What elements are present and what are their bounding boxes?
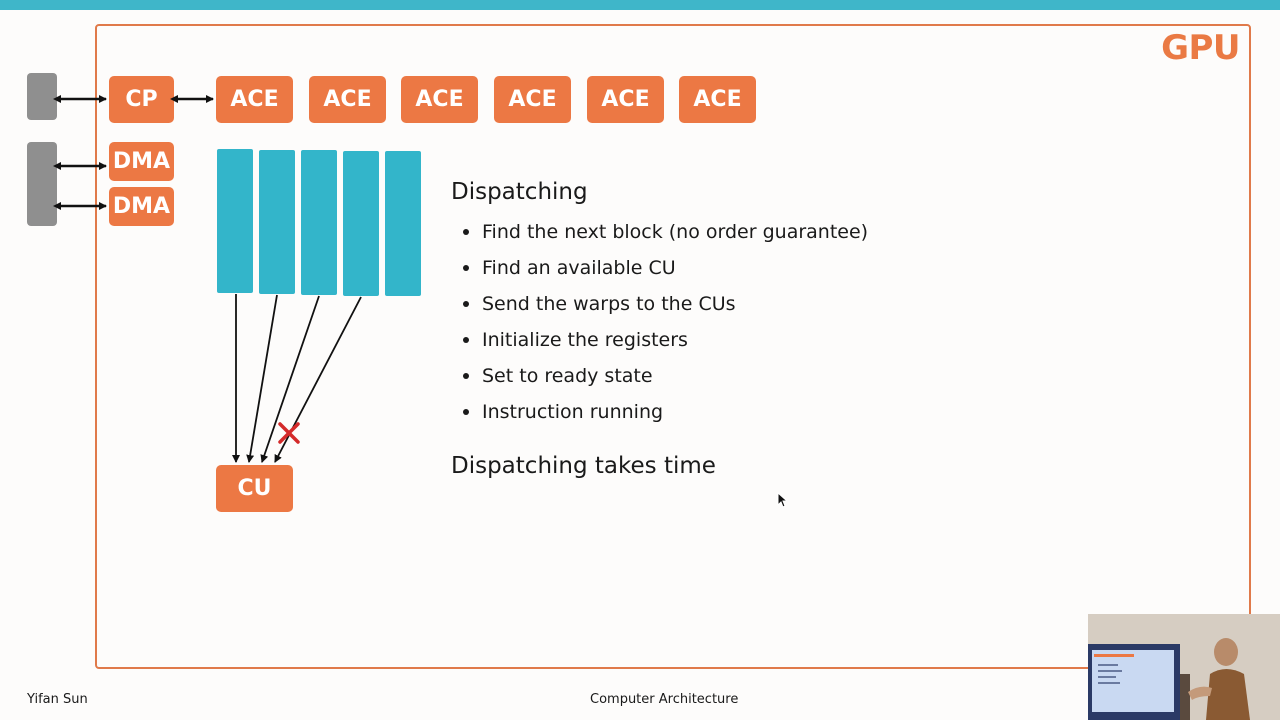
footer-author: Yifan Sun xyxy=(27,692,88,707)
slide-conclusion: Dispatching takes time xyxy=(451,453,716,479)
top-accent-bar xyxy=(0,0,1280,10)
bullet-item: Set to ready state xyxy=(460,358,868,394)
presenter-video-frame xyxy=(1088,614,1280,720)
ace-block-6: ACE xyxy=(679,76,756,123)
mouse-cursor-icon xyxy=(777,492,787,508)
thread-block-2 xyxy=(259,150,295,294)
thread-block-5 xyxy=(385,151,421,296)
bullet-item: Send the warps to the CUs xyxy=(460,286,868,322)
host-connector-bottom xyxy=(27,142,57,226)
gpu-label: GPU xyxy=(1161,28,1240,68)
cp-block: CP xyxy=(109,76,174,123)
ace-block-2: ACE xyxy=(309,76,386,123)
cu-block: CU xyxy=(216,465,293,512)
footer-course: Computer Architecture xyxy=(590,692,739,707)
thread-block-1 xyxy=(217,149,253,293)
gpu-frame xyxy=(95,24,1251,669)
thread-block-4 xyxy=(343,151,379,296)
host-connector-top xyxy=(27,73,57,120)
dma-block-2: DMA xyxy=(109,187,174,226)
dma-block-1: DMA xyxy=(109,142,174,181)
bullet-item: Find an available CU xyxy=(460,250,868,286)
presenter-video xyxy=(1088,614,1280,720)
bullet-item: Initialize the registers xyxy=(460,322,868,358)
ace-block-3: ACE xyxy=(401,76,478,123)
thread-block-3 xyxy=(301,150,337,295)
ace-block-1: ACE xyxy=(216,76,293,123)
bullet-item: Find the next block (no order guarantee) xyxy=(460,214,868,250)
slide-heading: Dispatching xyxy=(451,179,588,205)
bullet-item: Instruction running xyxy=(460,394,868,430)
bullet-list: Find the next block (no order guarantee)… xyxy=(460,214,868,430)
ace-block-5: ACE xyxy=(587,76,664,123)
ace-block-4: ACE xyxy=(494,76,571,123)
